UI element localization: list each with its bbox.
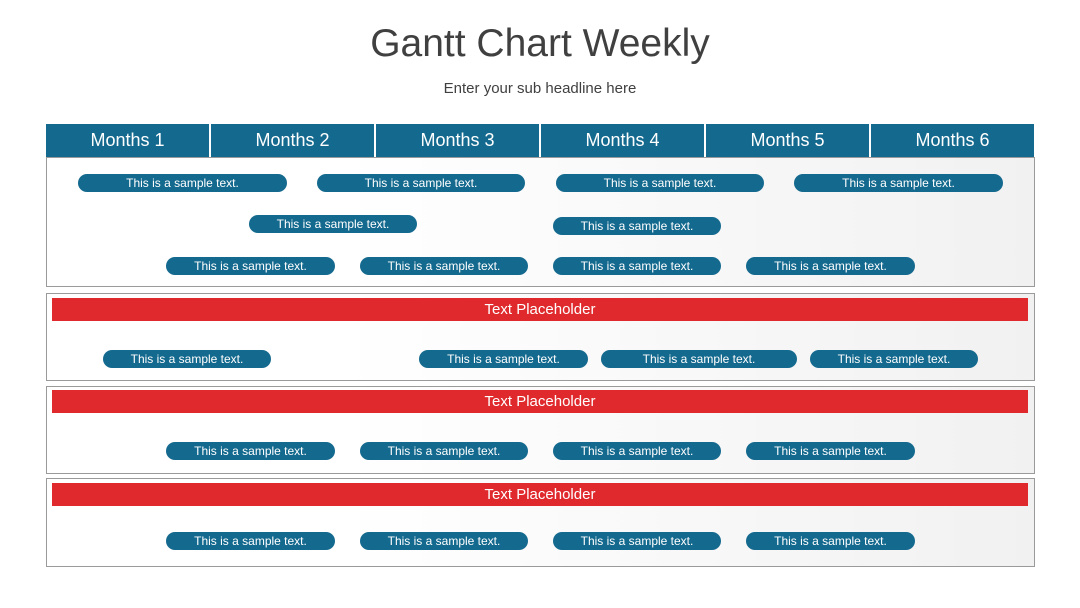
task-bar: This is a sample text. bbox=[601, 350, 797, 368]
page-title: Gantt Chart Weekly bbox=[370, 22, 710, 65]
page-subtitle: Enter your sub headline here bbox=[443, 80, 637, 97]
month-header-4: Months 4 bbox=[541, 124, 706, 157]
gantt-section-4: Text Placeholder This is a sample text. … bbox=[46, 478, 1035, 567]
task-bar: This is a sample text. bbox=[810, 350, 978, 368]
task-bar: This is a sample text. bbox=[360, 257, 528, 275]
task-bar: This is a sample text. bbox=[746, 257, 915, 275]
task-bar: This is a sample text. bbox=[249, 215, 417, 233]
task-bar: This is a sample text. bbox=[419, 350, 588, 368]
month-header-5: Months 5 bbox=[706, 124, 871, 157]
task-bar: This is a sample text. bbox=[553, 257, 721, 275]
gantt-section-2: Text Placeholder This is a sample text. … bbox=[46, 293, 1035, 381]
task-bar: This is a sample text. bbox=[166, 257, 335, 275]
month-header-2: Months 2 bbox=[211, 124, 376, 157]
month-header-3: Months 3 bbox=[376, 124, 541, 157]
task-bar: This is a sample text. bbox=[746, 532, 915, 550]
task-bar: This is a sample text. bbox=[360, 532, 528, 550]
section-banner: Text Placeholder bbox=[52, 298, 1028, 321]
task-bar: This is a sample text. bbox=[553, 217, 721, 235]
task-bar: This is a sample text. bbox=[553, 442, 721, 460]
task-bar: This is a sample text. bbox=[166, 532, 335, 550]
task-bar: This is a sample text. bbox=[746, 442, 915, 460]
task-bar: This is a sample text. bbox=[553, 532, 721, 550]
task-bar: This is a sample text. bbox=[166, 442, 335, 460]
task-bar: This is a sample text. bbox=[78, 174, 287, 192]
task-bar: This is a sample text. bbox=[103, 350, 271, 368]
task-bar: This is a sample text. bbox=[556, 174, 764, 192]
month-header-6: Months 6 bbox=[915, 130, 990, 150]
task-bar: This is a sample text. bbox=[317, 174, 525, 192]
task-bar: This is a sample text. bbox=[360, 442, 528, 460]
month-header-1: Months 1 bbox=[46, 124, 211, 157]
task-bar: This is a sample text. bbox=[794, 174, 1003, 192]
section-banner: Text Placeholder bbox=[52, 483, 1028, 506]
gantt-section-3: Text Placeholder This is a sample text. … bbox=[46, 386, 1035, 474]
section-banner: Text Placeholder bbox=[52, 390, 1028, 413]
months-header: Months 1 Months 2 Months 3 Months 4 Mont… bbox=[46, 124, 1034, 157]
gantt-section-1: This is a sample text. This is a sample … bbox=[46, 157, 1035, 287]
